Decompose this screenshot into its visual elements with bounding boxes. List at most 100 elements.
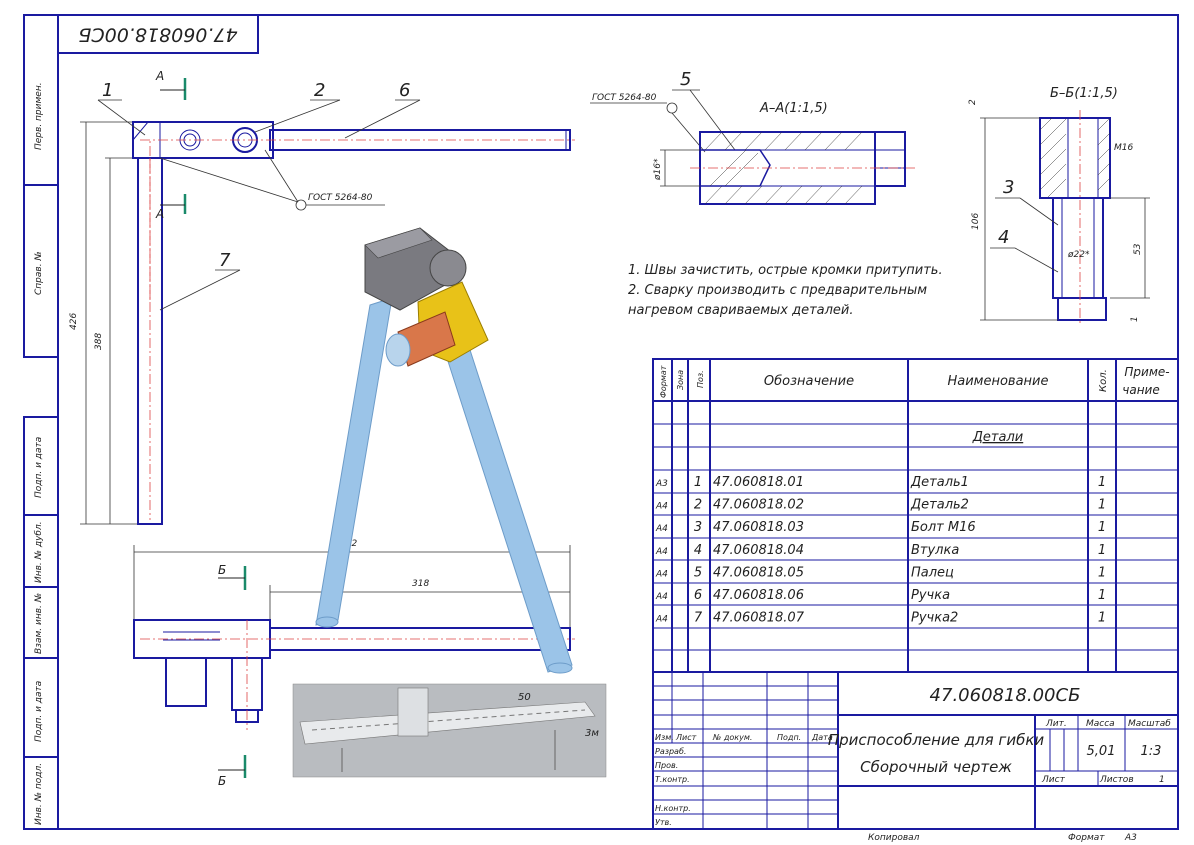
row-format: А4 <box>655 569 668 579</box>
title-line-1: Приспособление для гибки <box>828 731 1045 749</box>
top-view: 426 388 А А 1 2 6 7 <box>69 69 575 525</box>
drawing-frame <box>57 14 1179 830</box>
row-format: А4 <box>655 502 668 512</box>
row-designation: 47.060818.06 <box>713 588 804 603</box>
dim-22: ø22* <box>1067 250 1090 260</box>
mass-value: 5,01 <box>1087 744 1116 759</box>
section-title-details: Детали <box>972 430 1023 445</box>
note-line: 2. Сварку производить с предварительным <box>628 283 927 298</box>
note-line: нагревом свариваемых деталей. <box>628 303 854 318</box>
callout-2: 2 <box>314 80 325 101</box>
view-aa-title: А–А(1:1,5) <box>759 101 828 116</box>
callout-6: 6 <box>399 80 410 101</box>
side-label: Подп. и дата <box>34 681 44 742</box>
label-sheet: Лист <box>1041 775 1066 785</box>
section-mark-a: А <box>155 69 164 83</box>
side-label: Справ. № <box>34 251 44 295</box>
side-label: Подп. и дата <box>34 437 44 498</box>
sheets-value: 1 <box>1159 775 1165 785</box>
row-designation: 47.060818.04 <box>713 543 804 558</box>
row-qty: 1 <box>1098 588 1106 603</box>
row-qty: 1 <box>1098 565 1106 580</box>
role-label: Т.контр. <box>655 775 690 784</box>
col-format: Формат <box>659 365 668 398</box>
col-name: Наименование <box>947 374 1048 389</box>
row-name: Втулка <box>911 543 959 558</box>
row-pos: 3 <box>694 520 702 535</box>
row-qty: 1 <box>1098 520 1106 535</box>
section-a-a: А–А(1:1,5) 5 ГОСТ 5264-80 ø16* <box>590 69 915 205</box>
isometric-render <box>315 227 573 674</box>
label-lit: Лит. <box>1045 719 1067 729</box>
corner-code-box <box>57 14 259 54</box>
side-label: Инв. № дубл. <box>34 521 44 583</box>
row-pos: 4 <box>694 543 702 558</box>
corner-code: 47.060818.00СБ <box>78 24 237 46</box>
row-name: Болт М16 <box>911 520 976 535</box>
callout-7: 7 <box>219 250 231 271</box>
label-sign: Подп. <box>777 733 801 742</box>
side-label: Инв. № подл. <box>34 763 44 825</box>
title-line-2: Сборочный чертеж <box>860 758 1012 776</box>
row-pos: 5 <box>694 565 702 580</box>
section-mark-b: Б <box>218 563 226 577</box>
side-label: Перв. примен. <box>34 82 44 150</box>
row-name: Ручка2 <box>911 611 958 626</box>
callout-4: 4 <box>998 227 1009 248</box>
note-line: 1. Швы зачистить, острые кромки притупит… <box>628 263 943 278</box>
dim-16: ø16* <box>653 158 663 181</box>
row-qty: 1 <box>1098 475 1106 490</box>
dim-53: 53 <box>1133 243 1143 255</box>
dim-318: 318 <box>412 579 429 589</box>
photo-dim: 3м <box>585 728 599 739</box>
dim-426: 426 <box>69 313 79 330</box>
dim-1: 1 <box>1130 316 1140 322</box>
row-format: А3 <box>655 479 668 489</box>
col-designation: Обозначение <box>764 374 854 389</box>
row-format: А4 <box>655 547 668 557</box>
row-format: А4 <box>655 615 668 625</box>
role-label: Н.контр. <box>655 804 691 813</box>
dim-106: 106 <box>971 213 981 230</box>
row-designation: 47.060818.07 <box>713 611 805 626</box>
photo-of-bent-part: 50 3м <box>292 683 607 778</box>
side-label: Взам. инв. № <box>34 593 44 654</box>
dim-2: 2 <box>968 99 978 105</box>
row-qty: 1 <box>1098 543 1106 558</box>
row-qty: 1 <box>1098 611 1106 626</box>
row-pos: 2 <box>694 498 702 513</box>
label-izm: Изм. <box>655 733 674 742</box>
col-pos: Поз. <box>696 370 705 388</box>
row-pos: 1 <box>694 475 702 490</box>
side-strip-bottom <box>23 416 59 830</box>
format-value: А3 <box>1124 833 1137 843</box>
label-scale: Масштаб <box>1128 719 1171 729</box>
row-designation: 47.060818.02 <box>713 498 804 513</box>
section-mark-b: Б <box>218 774 226 788</box>
row-name: Деталь1 <box>910 475 969 490</box>
section-b-b: Б–Б(1:1,5) М16 ø22* 106 53 2 1 3 4 <box>968 86 1150 325</box>
label-sheets: Листов <box>1099 775 1134 785</box>
role-label: Утв. <box>655 818 672 827</box>
title-code: 47.060818.00СБ <box>930 685 1081 706</box>
row-pos: 6 <box>694 588 702 603</box>
callout-1: 1 <box>102 80 113 101</box>
specification-table: Формат Зона Поз. Обозначение Наименовани… <box>652 358 1179 673</box>
label-date: Дата <box>811 733 833 742</box>
technical-notes: 1. Швы зачистить, острые кромки притупит… <box>628 263 943 318</box>
row-name: Ручка <box>911 588 950 603</box>
col-note: Приме- <box>1124 365 1169 379</box>
title-block: 47.060818.00СБ Приспособление для гибки … <box>652 671 1179 843</box>
row-designation: 47.060818.01 <box>713 475 804 490</box>
dim-m16: М16 <box>1114 143 1133 153</box>
callout-5: 5 <box>680 69 691 90</box>
label-doc: № докум. <box>712 733 752 742</box>
gost-label: ГОСТ 5264-80 <box>592 93 657 103</box>
row-format: А4 <box>655 524 668 534</box>
row-name: Палец <box>911 565 954 580</box>
row-pos: 7 <box>694 611 703 626</box>
dim-388: 388 <box>94 333 104 350</box>
row-format: А4 <box>655 592 668 602</box>
label-list: Лист <box>675 733 697 742</box>
